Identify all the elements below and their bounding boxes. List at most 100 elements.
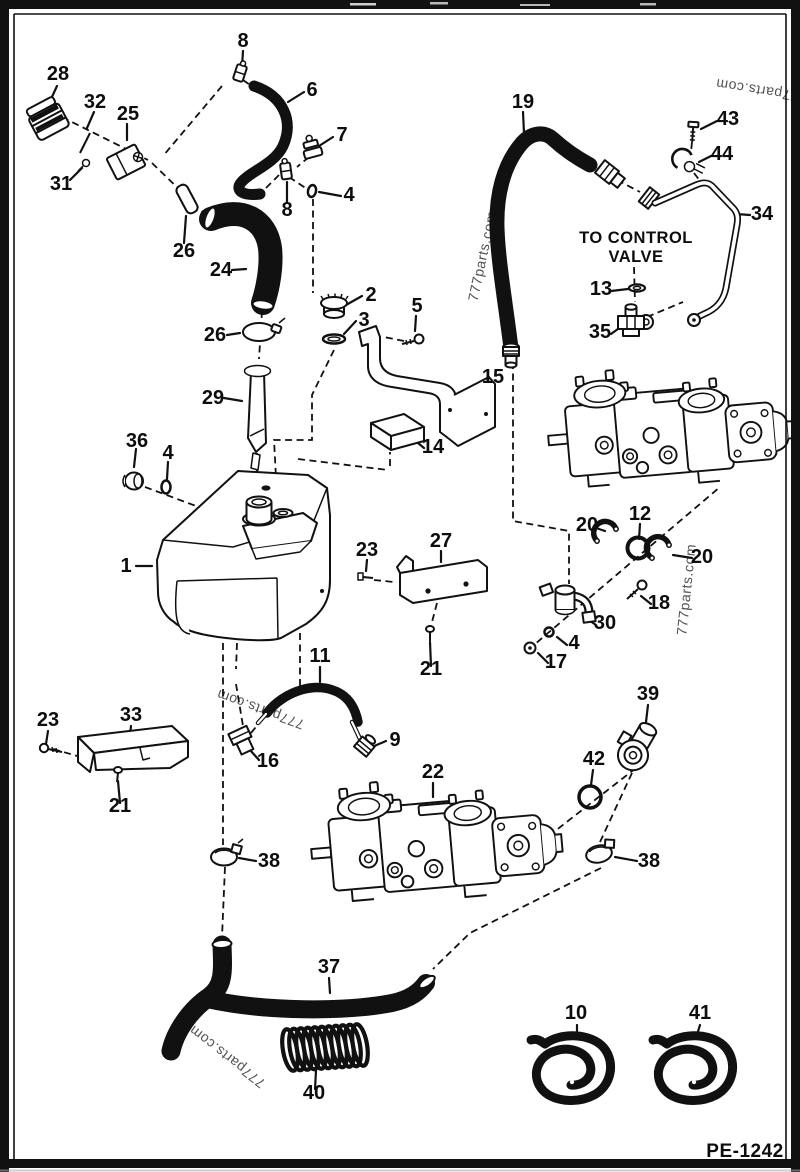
callout-9: 9 xyxy=(389,729,400,751)
callout-33: 33 xyxy=(120,704,142,726)
bolt-21-bottom xyxy=(113,766,123,783)
callout-17: 17 xyxy=(545,651,567,673)
callout-8-mid: 8 xyxy=(281,199,292,221)
control-valve-note-line1: TO CONTROL xyxy=(579,229,693,247)
grommet-36 xyxy=(122,471,144,491)
breather-cap-2 xyxy=(320,293,349,319)
callout-20-right: 20 xyxy=(691,546,713,568)
callout-25: 25 xyxy=(117,103,139,125)
callout-38-left: 38 xyxy=(258,850,280,872)
callout-37: 37 xyxy=(318,956,340,978)
callout-41: 41 xyxy=(689,1002,711,1024)
clamp-38-right xyxy=(585,838,616,864)
elbow-fitting-39 xyxy=(616,721,658,772)
callout-18: 18 xyxy=(648,592,670,614)
callout-8-top: 8 xyxy=(237,30,248,52)
o-ring-4-left xyxy=(160,479,172,495)
callout-42: 42 xyxy=(583,748,605,770)
filler-neck-fitting-25 xyxy=(105,143,147,181)
callout-26-lower: 26 xyxy=(204,324,226,346)
suction-hose-37 xyxy=(161,935,436,1061)
coiled-hose-41 xyxy=(653,1036,733,1101)
coiled-hose-10 xyxy=(531,1036,611,1101)
hydraulic-hose-19 xyxy=(489,126,598,356)
callout-11: 11 xyxy=(309,645,330,667)
callout-16: 16 xyxy=(257,750,279,772)
callout-7: 7 xyxy=(336,124,347,146)
callout-40: 40 xyxy=(303,1082,325,1104)
o-ring-4-top xyxy=(306,183,318,199)
callout-3: 3 xyxy=(358,309,369,331)
clamp-38-left xyxy=(210,838,244,867)
callout-44: 44 xyxy=(711,143,734,165)
o-ring-4-mid xyxy=(543,626,555,638)
washer-13 xyxy=(627,283,647,293)
lag-bolt-23-bottom xyxy=(38,742,63,754)
bracket-15 xyxy=(358,325,496,447)
sleeve-26-upper xyxy=(175,183,199,215)
callout-2: 2 xyxy=(365,284,376,306)
hose-24-end-top xyxy=(203,206,217,230)
clamp-half-20-right xyxy=(643,533,672,561)
seal-ring-3 xyxy=(321,333,347,345)
hydraulic-tank-1 xyxy=(156,470,331,642)
callout-6: 6 xyxy=(306,79,317,101)
callout-31: 31 xyxy=(50,173,72,195)
callout-23-mid: 23 xyxy=(356,539,378,561)
callout-35: 35 xyxy=(589,321,611,343)
callout-24: 24 xyxy=(210,259,233,281)
steel-tube-34 xyxy=(651,179,742,327)
suction-tube-29 xyxy=(243,364,272,471)
filler-cap-28 xyxy=(25,96,70,141)
callout-15: 15 xyxy=(482,366,504,388)
callout-38-right: 38 xyxy=(638,850,660,872)
hose-clamp-8-mid xyxy=(279,157,293,181)
plug-17 xyxy=(523,641,537,655)
clamp-26-lower xyxy=(242,317,286,342)
callout-22: 22 xyxy=(422,761,444,783)
hydrostatic-pump-22 xyxy=(304,765,567,911)
callout-34: 34 xyxy=(751,203,774,225)
callout-28: 28 xyxy=(47,63,69,85)
bolt-5 xyxy=(401,333,425,346)
fitting-16 xyxy=(227,724,255,756)
watermark-bottom-left: 777parts.com xyxy=(186,1022,268,1091)
callout-13: 13 xyxy=(590,278,612,300)
elbow-fitting-30 xyxy=(538,582,597,624)
callout-30: 30 xyxy=(594,612,616,634)
callout-26-upper: 26 xyxy=(173,240,195,262)
pin-32 xyxy=(79,132,91,154)
hose-clamp-8-top xyxy=(232,60,248,83)
callout-1: 1 xyxy=(120,555,131,577)
callout-43: 43 xyxy=(717,108,739,130)
callout-4-mid: 4 xyxy=(568,632,580,654)
callout-10: 10 xyxy=(565,1002,587,1024)
watermark-top-right: 777parts.com xyxy=(715,76,800,106)
callout-36: 36 xyxy=(126,430,148,452)
case-drain-hose-11 xyxy=(262,682,363,727)
fitting-35 xyxy=(617,303,654,337)
callout-23-bottom: 23 xyxy=(37,709,59,731)
callout-5: 5 xyxy=(411,295,422,317)
callout-labels: 8 28 32 25 6 7 31 26 24 8 4 2 3 5 26 15 … xyxy=(37,30,774,1104)
callout-21-mid: 21 xyxy=(420,658,442,680)
hose-11-left-tube-inner xyxy=(256,712,268,725)
bolt-21-mid xyxy=(425,625,435,641)
screw-43 xyxy=(687,120,700,143)
bolt-23-mid xyxy=(357,572,374,581)
callout-39: 39 xyxy=(637,683,659,705)
filler-hose-24 xyxy=(199,202,283,315)
callout-21-bottom: 21 xyxy=(109,795,131,817)
hose-24-end-bottom xyxy=(251,299,275,311)
callout-12: 12 xyxy=(629,503,651,525)
screw-31 xyxy=(77,158,91,172)
hose-19-upper-fitting xyxy=(593,159,626,189)
callout-4-left: 4 xyxy=(162,442,174,464)
control-valve-note-line2: VALVE xyxy=(608,248,663,266)
clamp-44 xyxy=(671,147,706,175)
callout-19: 19 xyxy=(512,91,534,113)
callout-20-left: 20 xyxy=(576,514,598,536)
callout-4-top: 4 xyxy=(343,184,355,206)
